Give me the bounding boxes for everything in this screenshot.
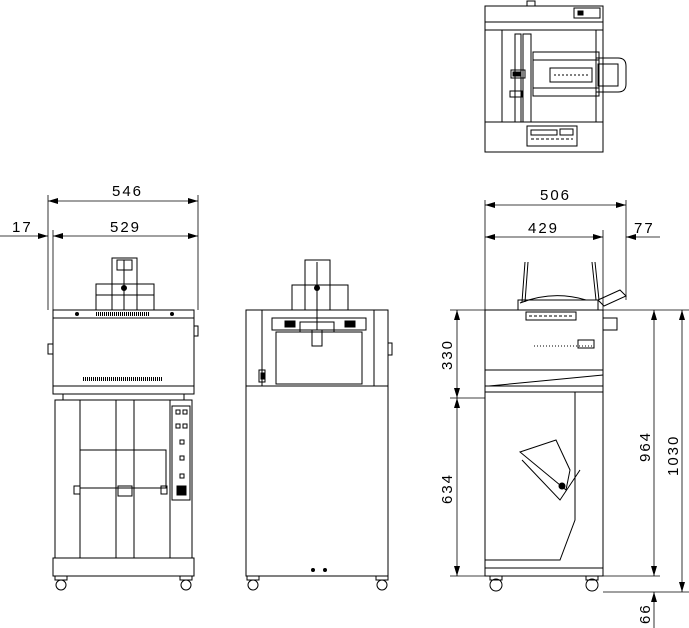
dim-side-body-depth: 429 bbox=[528, 220, 559, 237]
dim-side-body-height: 964 bbox=[637, 431, 654, 462]
dim-front-overall-width: 546 bbox=[112, 183, 143, 200]
dim-front-offset: 17 bbox=[12, 219, 33, 236]
dim-side-stand-height: 634 bbox=[439, 473, 456, 504]
top-view bbox=[484, 0, 627, 153]
dimension-labels: 546 529 17 506 429 77 330 634 964 1030 6… bbox=[12, 183, 682, 624]
dim-front-body-width: 529 bbox=[110, 219, 141, 236]
rear-view bbox=[245, 259, 393, 591]
dim-side-overall-depth: 506 bbox=[540, 187, 571, 204]
dim-side-upper-height: 330 bbox=[439, 339, 456, 370]
dimension-lines bbox=[0, 195, 689, 628]
side-view bbox=[484, 261, 627, 592]
dim-side-total-height: 1030 bbox=[665, 435, 682, 476]
front-view bbox=[47, 257, 199, 591]
dim-side-overhang: 77 bbox=[634, 220, 655, 237]
dim-side-caster-height: 66 bbox=[637, 603, 654, 624]
